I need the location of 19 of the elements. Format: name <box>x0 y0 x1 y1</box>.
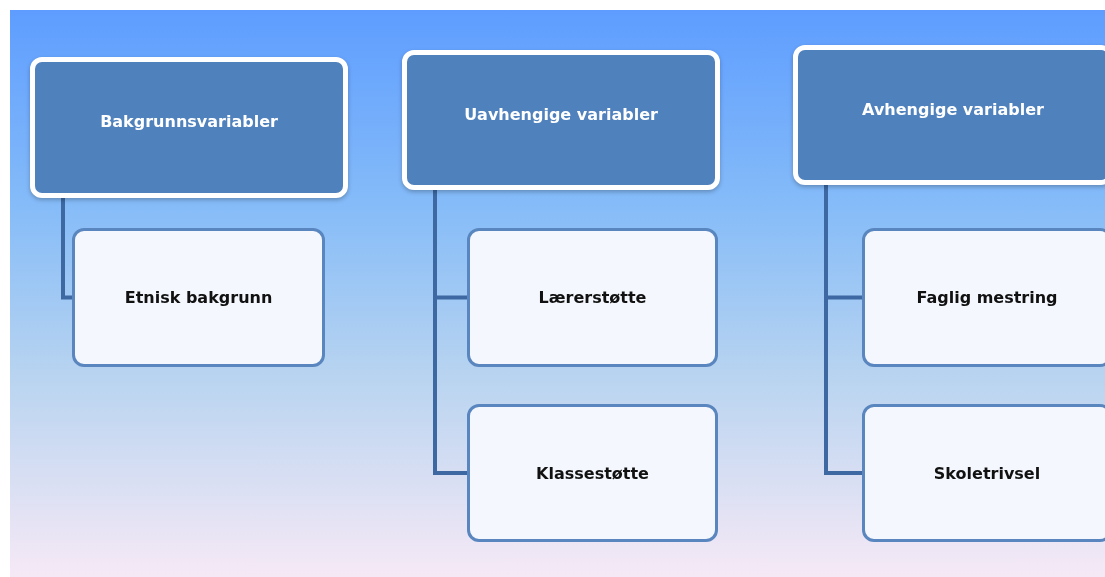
category-box <box>30 57 348 198</box>
box-label: Bakgrunnsvariabler <box>99 112 279 131</box>
connector-line <box>824 185 862 475</box>
connector-line <box>61 198 72 300</box>
box-label: Skoletrivsel <box>932 463 1042 483</box>
category-box <box>793 45 1105 185</box>
box-label: Faglig mestring <box>915 288 1059 307</box>
variable-box <box>467 228 718 367</box>
variable-box <box>862 404 1105 542</box>
variable-box <box>467 404 718 542</box>
box-label: Lærerstøtte <box>537 288 648 307</box>
variable-box <box>72 228 325 367</box>
box-label: Uavhengige variabler <box>463 104 659 124</box>
box-label: Etnisk bakgrunn <box>123 288 274 307</box>
box-label: Avhengige variabler <box>861 99 1045 119</box>
category-box <box>402 50 720 190</box>
box-label: Klassestøtte <box>535 463 650 483</box>
variable-box <box>862 228 1105 367</box>
connector-line <box>433 190 467 475</box>
